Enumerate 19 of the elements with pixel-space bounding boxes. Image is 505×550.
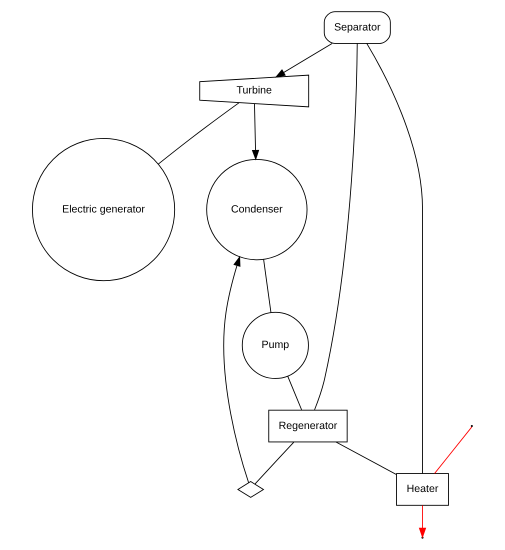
connector xyxy=(263,259,272,313)
node-box: Regenerator xyxy=(268,410,348,442)
node-box: Heater xyxy=(396,473,449,506)
node-circle: Pump xyxy=(242,312,309,379)
connector xyxy=(158,102,240,165)
node-circle: Condenser xyxy=(206,158,308,260)
connector xyxy=(287,376,302,410)
node-box: Separator xyxy=(324,11,391,44)
arrow xyxy=(274,43,333,78)
arrow xyxy=(252,104,260,161)
connector xyxy=(314,43,358,410)
node-valve xyxy=(237,481,264,498)
connector xyxy=(366,43,423,474)
node-circle: Electric generator xyxy=(32,138,176,282)
connector xyxy=(254,442,294,484)
arrow xyxy=(223,256,249,483)
connector xyxy=(434,426,472,474)
connector xyxy=(336,442,397,475)
node-box: Turbine xyxy=(199,74,310,108)
